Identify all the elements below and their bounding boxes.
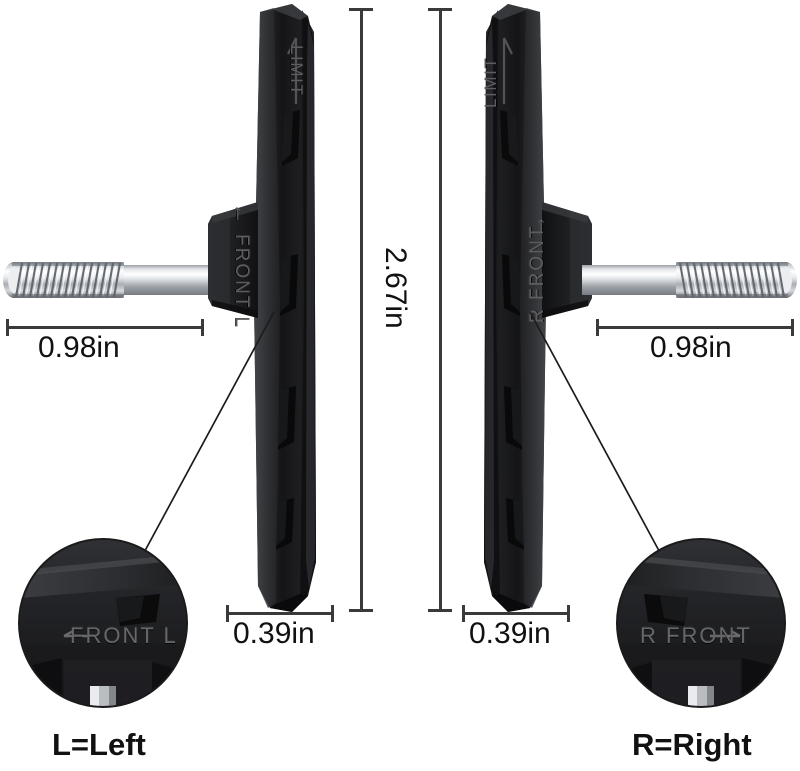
right-brake-stud [582, 256, 798, 304]
dim-line-right-width [462, 612, 570, 615]
dim-cap-right-width-end [567, 605, 570, 622]
dim-line-left-stud [6, 326, 204, 329]
dim-label-left-stud: 0.98in [38, 331, 120, 364]
left-callout-text: FRONT L [70, 623, 178, 648]
dim-label-right-width: 0.39in [469, 617, 551, 650]
right-pad-callout-circle [616, 538, 786, 708]
dim-cap-left-width-end [331, 605, 334, 622]
right-brake-pad [464, 2, 604, 618]
dim-line-height-right [439, 8, 442, 612]
dim-cap-height-left-bottom [349, 609, 373, 612]
left-pad-callout-circle [18, 538, 188, 708]
dim-line-right-stud [596, 326, 794, 329]
left-brake-stud [2, 256, 218, 304]
dim-cap-right-stud-end [791, 319, 794, 336]
dim-cap-left-stud-end [201, 319, 204, 336]
dim-line-left-width [226, 612, 334, 615]
dim-label-left-width: 0.39in [233, 617, 315, 650]
right-pad-caption: R=Right [632, 727, 752, 762]
dim-cap-height-right-bottom [428, 609, 452, 612]
dim-line-height-left [360, 8, 363, 612]
right-callout-text: R FRONT [640, 623, 752, 648]
dim-label-right-stud: 0.98in [650, 331, 732, 364]
left-pad-caption: L=Left [52, 727, 146, 762]
left-brake-pad [196, 2, 336, 618]
